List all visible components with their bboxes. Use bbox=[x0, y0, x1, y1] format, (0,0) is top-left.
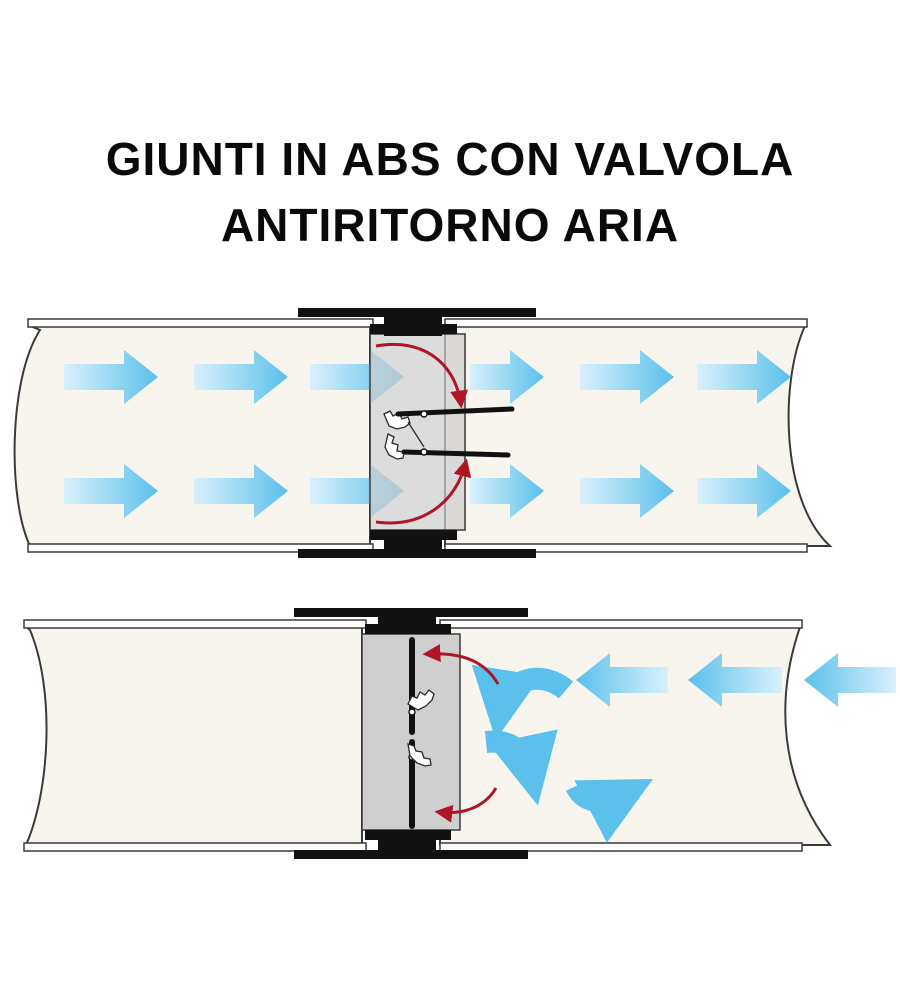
arrow-left-icon bbox=[688, 653, 782, 707]
arrow-right-icon bbox=[64, 350, 158, 404]
curved-arrow-icon bbox=[434, 787, 498, 823]
valve-flap-upper bbox=[395, 406, 515, 417]
arrow-right-icon bbox=[580, 350, 674, 404]
arrow-right-icon bbox=[470, 464, 544, 518]
arrow-right-icon bbox=[697, 464, 791, 518]
hinge-pin bbox=[408, 708, 416, 716]
curved-arrow-icon bbox=[375, 342, 469, 409]
arrow-right-icon bbox=[470, 350, 544, 404]
curved-arrow-icon bbox=[484, 729, 558, 806]
turbulence-arrows bbox=[471, 664, 653, 843]
arrow-right-icon bbox=[194, 350, 288, 404]
pipe-right-segment bbox=[444, 325, 833, 547]
gear-icon bbox=[407, 689, 435, 767]
hinge-pin bbox=[420, 410, 428, 418]
pipe-wall-top-left bbox=[27, 318, 374, 328]
pipe-wall-bottom-left bbox=[23, 842, 367, 852]
arrow-right-icon bbox=[580, 464, 674, 518]
pipe-open-state bbox=[13, 308, 833, 558]
valve-flap-lower bbox=[401, 449, 511, 458]
arrow-right-icon bbox=[64, 464, 158, 518]
pipe-left-segment bbox=[23, 626, 363, 846]
coupling-sleeve bbox=[298, 308, 536, 558]
pipe-wall-bottom-right bbox=[439, 842, 803, 852]
pipe-wall-top-left bbox=[23, 619, 367, 629]
arrow-right-icon bbox=[194, 464, 288, 518]
curved-arrow-icon bbox=[375, 458, 472, 525]
title-line-1: GIUNTI IN ABS CON VALVOLA bbox=[105, 133, 795, 185]
arrow-right-icon bbox=[697, 350, 791, 404]
arrow-left-icon bbox=[804, 653, 896, 707]
pipe-wall-bottom-left bbox=[27, 543, 374, 553]
pipe-left-segment bbox=[13, 325, 371, 547]
pipe-wall-top-right bbox=[439, 619, 803, 629]
valve-body bbox=[369, 333, 466, 531]
pipe-wall-top-right bbox=[444, 318, 808, 328]
curved-arrow-icon bbox=[471, 664, 574, 740]
arrow-left-icon bbox=[576, 653, 668, 707]
hinge-pin bbox=[420, 448, 428, 456]
curved-arrow-icon bbox=[422, 644, 500, 685]
curved-arrow-icon bbox=[566, 778, 653, 843]
pipe-closed-state bbox=[23, 608, 896, 859]
flow-arrows-backward bbox=[576, 653, 896, 707]
pipe-wall-bottom-right bbox=[444, 543, 808, 553]
title-line-2: ANTIRITORNO ARIA bbox=[220, 199, 680, 251]
coupling-sleeve bbox=[294, 608, 528, 859]
